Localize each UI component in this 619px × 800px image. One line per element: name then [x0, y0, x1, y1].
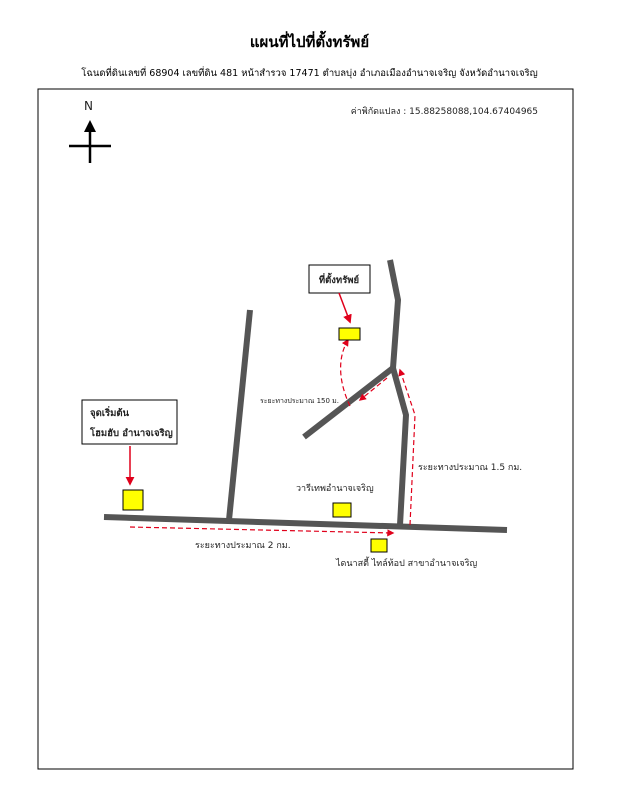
- map-title: แผนที่ไปที่ตั้งทรัพย์: [249, 33, 370, 51]
- main-road: [103, 514, 508, 533]
- distance-150-label: ระยะทางประมาณ 150 ม.: [260, 397, 339, 405]
- start-label-box: [81, 399, 178, 445]
- route-branch-road: [358, 377, 388, 401]
- wari-marker: [332, 502, 352, 518]
- map-subtitle: โฉนดที่ดินเลขที่ 68904 เลขที่ดิน 481 หน้…: [81, 68, 538, 79]
- start-marker: [122, 489, 144, 511]
- property-label: ที่ตั้งทรัพย์: [319, 272, 359, 286]
- distance-1-5-label: ระยะทางประมาณ 1.5 กม.: [418, 463, 522, 473]
- route-to-property: [340, 338, 351, 407]
- north-road: [387, 259, 401, 369]
- route: [129, 338, 416, 537]
- west-road: [226, 309, 253, 521]
- map-frame: [37, 88, 574, 770]
- property-pointer-arrow: [338, 292, 352, 324]
- north-arrow-icon: [69, 120, 111, 163]
- coordinates-text: ค่าพิกัดแปลง : 15.88258088,104.67404965: [351, 106, 538, 117]
- start-label-line2: โฮมฮับ อำนาจเจริญ: [89, 427, 173, 439]
- landmark-wari-label: วารีเทพอำนาจเจริญ: [296, 483, 374, 494]
- north-label: N: [84, 99, 93, 113]
- route-east-road: [398, 368, 416, 526]
- start-label-line1: จุดเริ่มต้น: [90, 405, 130, 419]
- dynasty-marker: [370, 538, 388, 553]
- property-marker: [338, 327, 361, 341]
- landmark-dynasty-label: ไดนาสตี้ ไทล์ท้อป สาขาอำนาจเจริญ: [335, 556, 478, 569]
- east-road: [390, 367, 409, 526]
- distance-2-label: ระยะทางประมาณ 2 กม.: [195, 541, 291, 551]
- route-main-road: [129, 526, 395, 537]
